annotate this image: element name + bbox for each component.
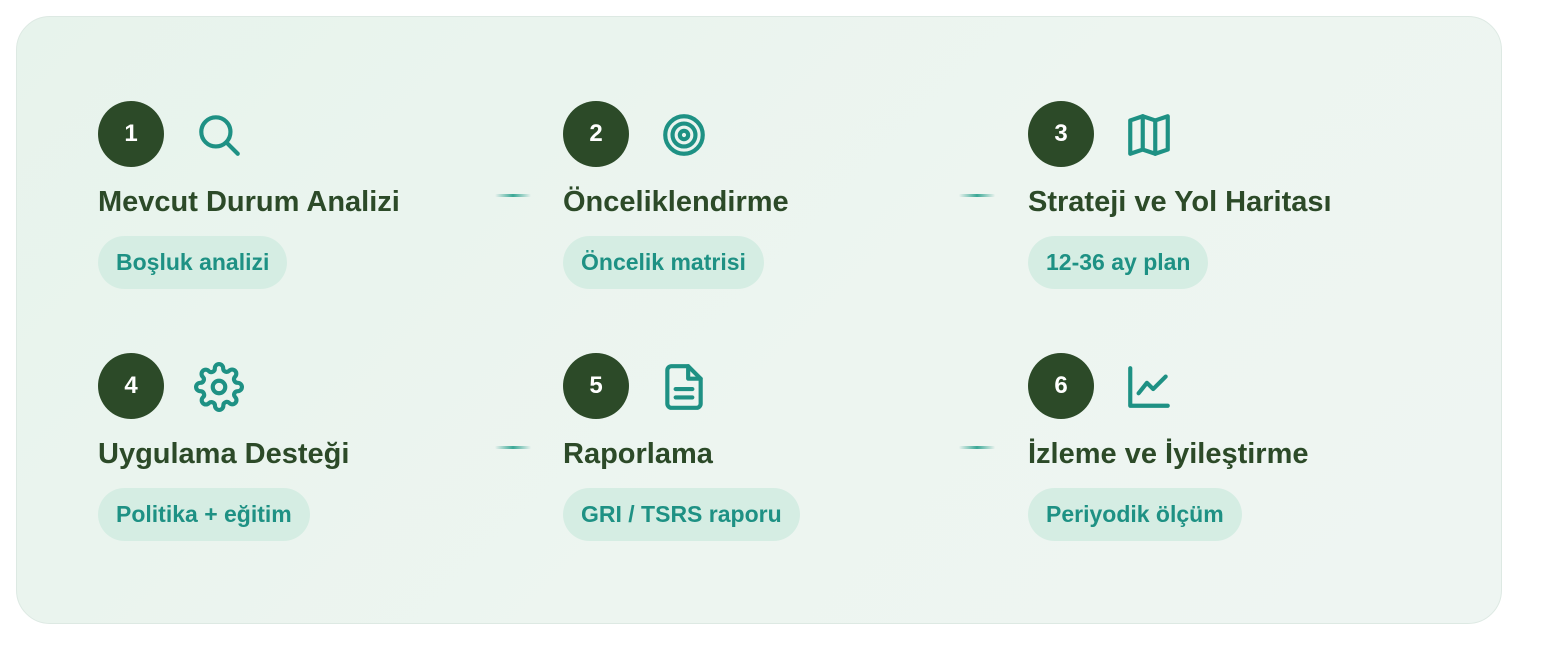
step-number: 4 [98,353,164,419]
step-tag: 12-36 ay plan [1028,236,1209,289]
map-icon [1124,110,1174,160]
search-icon [194,110,244,160]
step-connector [495,194,531,197]
line-chart-icon [1124,362,1174,412]
step-tag: Öncelik matrisi [563,236,764,289]
step-number: 3 [1028,101,1094,167]
step-6: 6 İzleme ve İyileştirme Periyodik ölçüm [1028,353,1428,553]
step-2: 2 Önceliklendirme Öncelik matrisi [563,101,963,301]
gear-icon [194,362,244,412]
step-tag: Boşluk analizi [98,236,288,289]
step-title: Mevcut Durum Analizi [98,186,400,218]
step-1: 1 Mevcut Durum Analizi Boşluk analizi [98,101,498,301]
step-4: 4 Uygulama Desteği Politika + eğitim [98,353,498,553]
step-number: 6 [1028,353,1094,419]
step-tag: GRI / TSRS raporu [563,488,800,541]
step-number: 2 [563,101,629,167]
step-3: 3 Strateji ve Yol Haritası 12-36 ay plan [1028,101,1428,301]
step-connector [959,194,995,197]
step-number: 1 [98,101,164,167]
step-tag: Periyodik ölçüm [1028,488,1242,541]
step-connector [495,446,531,449]
step-connector [959,446,995,449]
step-5: 5 Raporlama GRI / TSRS raporu [563,353,963,553]
step-title: İzleme ve İyileştirme [1028,438,1309,470]
step-title: Strateji ve Yol Haritası [1028,186,1332,218]
step-tag: Politika + eğitim [98,488,310,541]
target-icon [659,110,709,160]
step-number: 5 [563,353,629,419]
step-title: Raporlama [563,438,713,470]
document-icon [659,362,709,412]
step-title: Önceliklendirme [563,186,789,218]
step-title: Uygulama Desteği [98,438,350,470]
